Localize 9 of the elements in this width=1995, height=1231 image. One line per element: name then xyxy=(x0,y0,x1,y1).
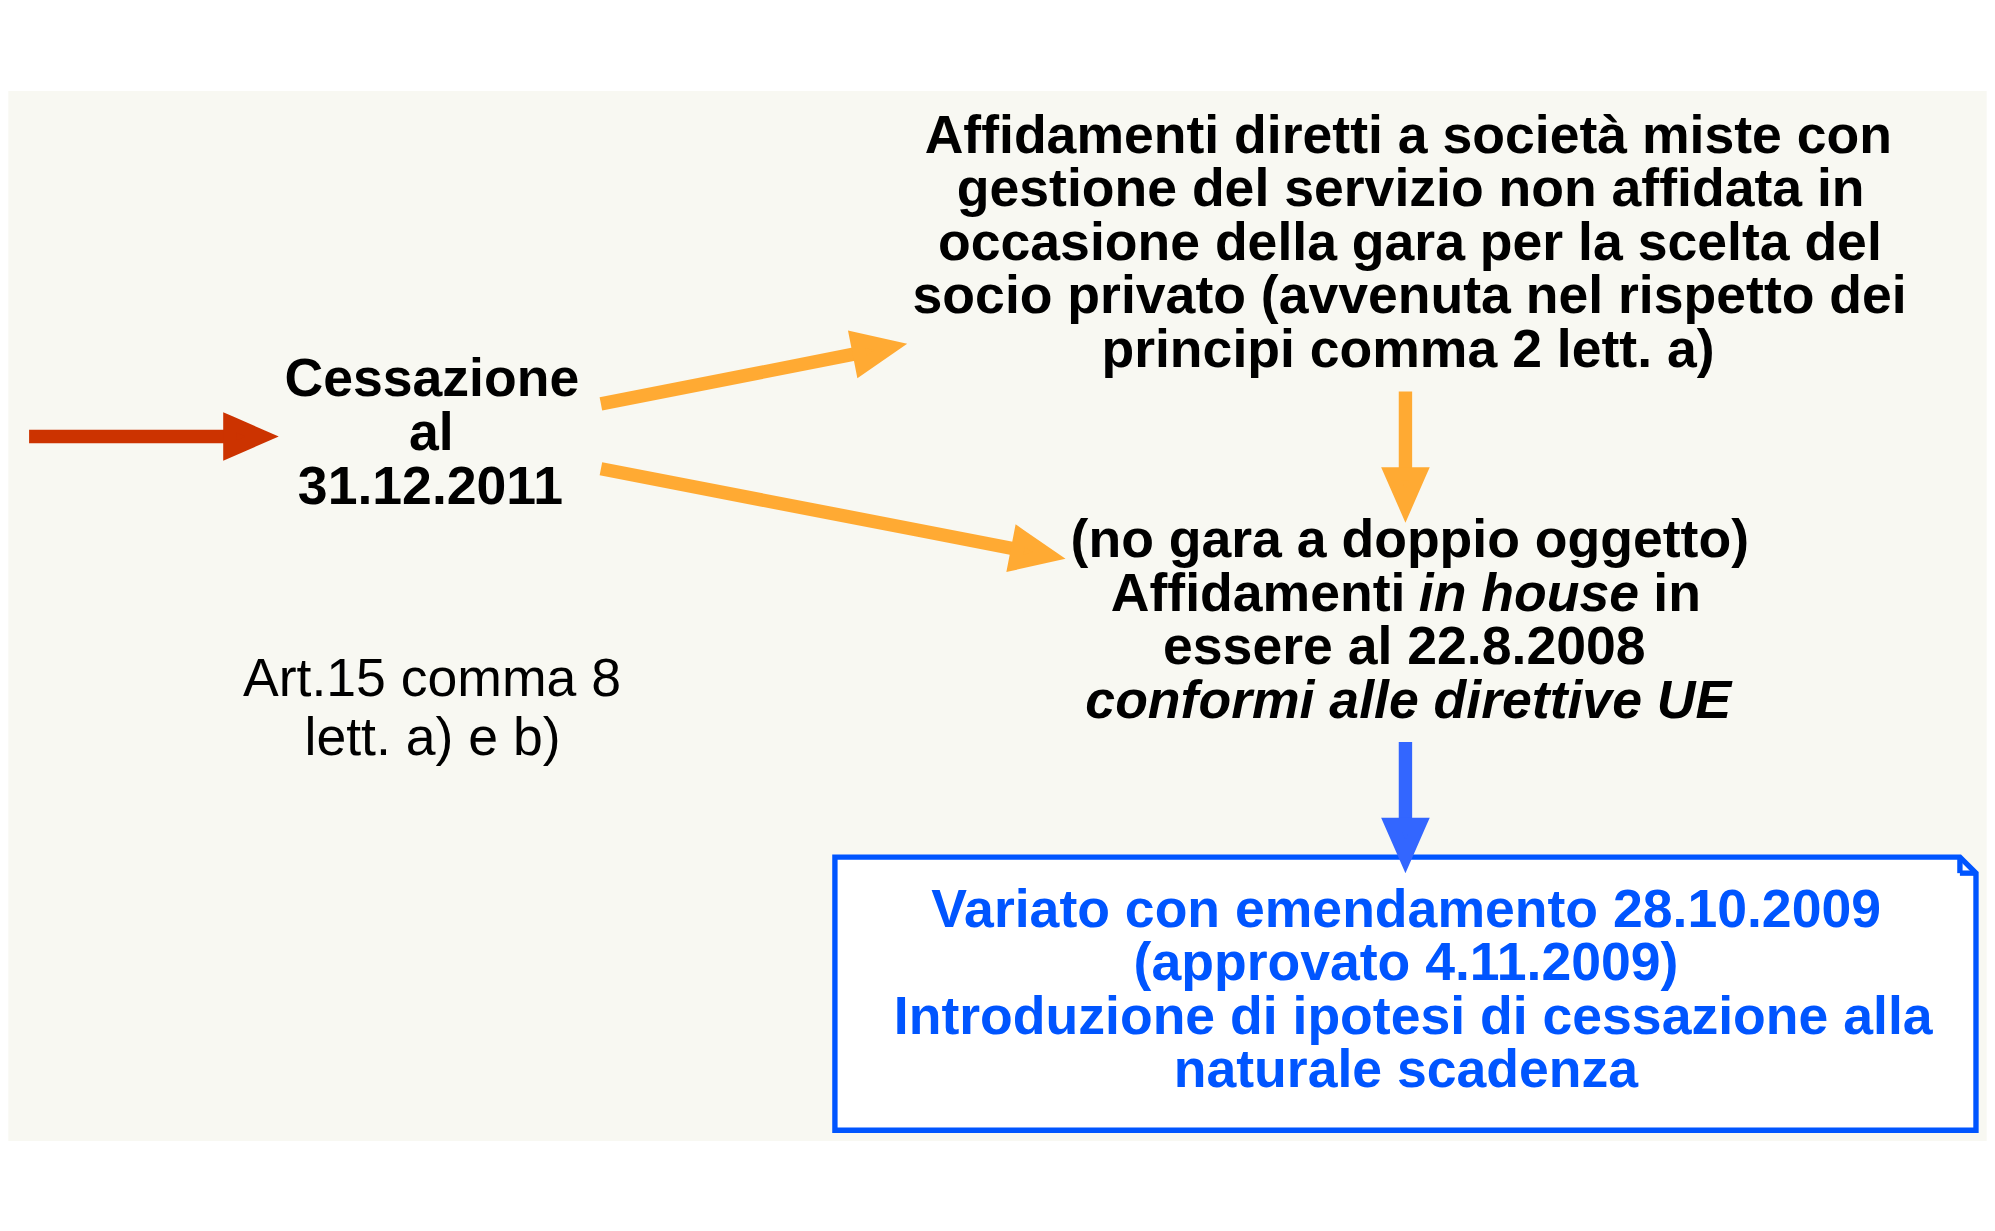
arrow xyxy=(1381,390,1430,523)
arrow xyxy=(599,461,1066,572)
arrow xyxy=(1381,741,1430,873)
arrow xyxy=(599,330,908,410)
arrow xyxy=(29,411,279,461)
node-text: Cessazione al 31.12.2011 xyxy=(284,347,580,514)
node-label: Art.15 comma 8 lett. a) e b) xyxy=(242,647,622,766)
node-text: Affidamenti diretti a società miste con gestione del servizio non affidata in occasione della gara per la scelta del socio privato (avvenuta nel rispetto dei principi comma 2 lett. a) xyxy=(912,104,1907,378)
node-text: (no gara a doppio oggetto) Affidamenti in house in essere al 22.8.2008 conformi alle direttive UE xyxy=(1070,508,1749,729)
